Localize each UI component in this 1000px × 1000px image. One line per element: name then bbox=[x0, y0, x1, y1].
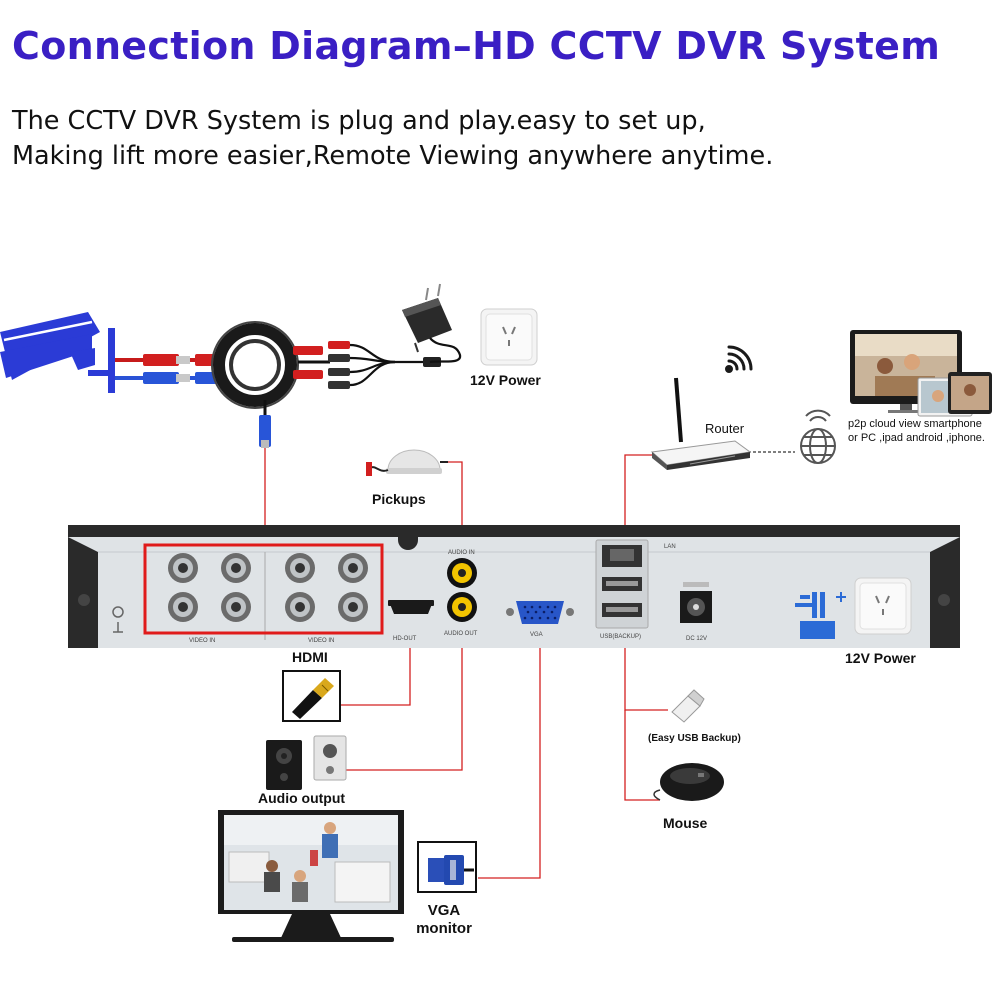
label-mouse: Mouse bbox=[663, 815, 708, 831]
wall-socket-right-icon bbox=[854, 577, 912, 635]
speakers-icon bbox=[266, 735, 347, 790]
panel-label-audio-out: AUDIO OUT bbox=[444, 631, 478, 637]
video-in-highlight-box bbox=[143, 543, 384, 635]
wifi-signal-icon bbox=[725, 345, 753, 373]
label-hdmi: HDMI bbox=[292, 649, 328, 665]
panel-label-audio-in: AUDIO IN bbox=[448, 550, 475, 556]
subtitle-line-2: Making lift more easier,Remote Viewing a… bbox=[12, 141, 774, 171]
page-title: Connection Diagram–HD CCTV DVR System bbox=[12, 24, 941, 68]
lan-usb-ports bbox=[595, 539, 649, 629]
power-adapter-icon bbox=[402, 283, 462, 364]
label-cloud-line-1: p2p cloud view smartphone bbox=[848, 418, 982, 430]
video-in-bnc-ports bbox=[143, 543, 384, 640]
splitter-plugs bbox=[328, 341, 441, 389]
panel-label-usb-backup: USB(BACKUP) bbox=[600, 634, 641, 640]
vga-port bbox=[506, 601, 574, 624]
camera-cable-connectors bbox=[115, 354, 222, 384]
label-vga-line-2: monitor bbox=[416, 920, 472, 937]
dc-power-jack bbox=[680, 582, 712, 623]
page-subtitle: The CCTV DVR System is plug and play.eas… bbox=[12, 104, 992, 174]
subtitle-line-1: The CCTV DVR System is plug and play.eas… bbox=[12, 106, 706, 136]
label-vga-monitor: VGA monitor bbox=[412, 902, 476, 938]
hdmi-cable-icon bbox=[282, 670, 341, 722]
panel-label-dc12v: DC 12V bbox=[686, 636, 707, 642]
dc-power-symbol bbox=[795, 592, 846, 639]
power-splitter-icon bbox=[349, 343, 425, 387]
tv-monitor-icon bbox=[218, 810, 404, 942]
label-vga-line-1: VGA bbox=[427, 902, 461, 919]
label-power-top: 12V Power bbox=[470, 372, 541, 388]
label-power-right: 12V Power bbox=[845, 650, 916, 666]
camera-icon bbox=[0, 312, 115, 393]
panel-label-vga: VGA bbox=[530, 632, 543, 638]
mouse-icon bbox=[653, 763, 724, 801]
hdmi-port bbox=[388, 600, 434, 614]
pickup-microphone-icon bbox=[366, 449, 448, 476]
globe-icon bbox=[800, 409, 836, 464]
label-usb-backup: (Easy USB Backup) bbox=[648, 733, 741, 744]
label-cloud-line-2: or PC ,ipad android ,iphone. bbox=[848, 432, 985, 444]
panel-label-video-in-right: VIDEO IN bbox=[308, 638, 334, 644]
panel-label-hd-out: HD-OUT bbox=[393, 636, 417, 642]
remote-devices-icon bbox=[850, 330, 992, 417]
cable-coil-icon bbox=[211, 321, 330, 448]
audio-rca-ports bbox=[447, 558, 477, 622]
vga-cable-icon bbox=[417, 841, 477, 893]
label-audio-output: Audio output bbox=[258, 790, 346, 806]
panel-label-video-in-left: VIDEO IN bbox=[189, 638, 215, 644]
wall-socket-top-icon bbox=[480, 308, 538, 366]
label-router: Router bbox=[705, 421, 745, 436]
panel-labels: VIDEO IN VIDEO IN AUDIO IN AUDIO OUT HD-… bbox=[189, 544, 707, 644]
usb-stick-icon bbox=[671, 689, 705, 723]
label-pickups: Pickups bbox=[372, 491, 426, 507]
panel-label-lan: LAN bbox=[664, 544, 676, 550]
router-icon bbox=[650, 377, 752, 470]
